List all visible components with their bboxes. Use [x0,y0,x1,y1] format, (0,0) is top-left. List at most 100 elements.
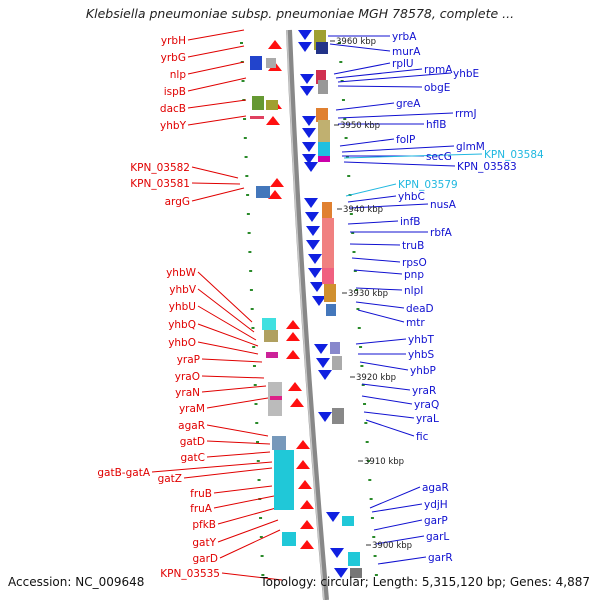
right-gene-arrow [330,548,344,558]
leader-lines [151,29,483,581]
feature-block [318,142,330,156]
feature-block [274,450,294,510]
feature-block [282,532,296,546]
right-leader-line [343,161,456,167]
feature-block [322,202,332,218]
right-leader-line [349,203,429,209]
left-gene-label: dacB [160,103,186,115]
right-gene-arrow [312,296,326,306]
left-track-dot [248,251,252,253]
left-leader-line [206,440,271,445]
right-leader-line [375,535,425,545]
left-gene-arrow [296,440,310,449]
left-gene-arrow [286,320,300,329]
gene-labels: yrbHyrbGnlpispBdacByhbYKPN_03582KPN_0358… [97,31,544,580]
right-gene-label: secG [426,151,452,163]
left-leader-line [213,495,275,509]
right-gene-label: murA [392,46,421,58]
left-gene-arrow [270,178,284,187]
right-gene-label: deaD [406,303,434,315]
right-track-dot [368,479,372,481]
right-gene-arrow [302,128,316,138]
right-gene-label: agaR [422,482,449,494]
accession-text: Accession: NC_009648 [8,575,145,589]
left-track-dot [253,384,257,386]
right-leader-line [361,395,413,405]
feature-block [256,186,270,198]
left-gene-label: KPN_03535 [160,568,220,580]
right-leader-line [347,220,399,225]
left-leader-line [187,115,247,126]
scale-tick-label: 3960 kbp [336,37,376,47]
right-gene-arrow [304,198,318,208]
left-gene-label: yraN [175,387,200,399]
feature-block [270,396,282,400]
right-leader-line [363,411,415,419]
left-gene-arrow [300,540,314,549]
left-gene-label: argG [165,196,190,208]
left-leader-line [213,485,273,494]
right-gene-label: rbfA [430,227,453,239]
left-gene-label: fruA [190,503,213,515]
left-gene-label: yhbQ [168,319,196,331]
left-gene-label: fruB [190,488,212,500]
left-leader-line [191,187,245,202]
right-leader-line [365,419,415,437]
left-gene-label: gatD [180,436,205,448]
right-gene-label: fic [416,431,429,443]
right-leader-line [341,145,455,153]
left-track-dot [244,156,248,158]
right-gene-arrow [305,212,319,222]
left-track-dot [243,137,247,139]
right-track-dot [341,99,345,101]
left-gene-label: gatY [192,537,216,549]
left-track-dot [243,118,247,120]
left-track-dot [261,574,265,576]
right-gene-arrow [314,344,328,354]
feature-block [348,552,360,566]
left-track-dot [250,308,254,310]
right-gene-arrow [306,226,320,236]
feature-block [318,80,328,94]
right-track-dot [356,308,360,310]
left-track-dot [246,194,250,196]
left-leader-line [187,29,245,41]
right-gene-label: infB [400,216,420,228]
right-gene-label: rpsO [402,257,427,269]
right-gene-label: garP [424,515,448,527]
left-gene-label: yrbG [161,52,186,64]
right-leader-line [355,301,405,309]
right-leader-line [337,85,423,88]
left-gene-arrow [298,480,312,489]
left-gene-label: gatC [180,452,205,464]
feature-block [266,100,278,110]
feature-block [266,352,278,358]
left-leader-line [206,397,269,409]
right-gene-label: KPN_03584 [484,149,544,161]
left-track-dot [251,327,255,329]
left-gene-label: garD [192,553,218,565]
left-gene-label: yhbU [169,301,196,313]
right-gene-label: yraL [416,413,439,425]
left-leader-line [191,182,241,185]
right-gene-label: yrbA [392,31,417,43]
left-gene-label: yhbY [160,120,187,132]
left-leader-line [187,45,245,58]
left-leader-line [217,519,279,543]
right-track-dot [355,289,359,291]
right-leader-line [357,309,405,323]
right-gene-label: rpmA [424,64,453,76]
right-gene-label: mtr [406,317,425,329]
right-track-dot [361,384,365,386]
feature-block [266,58,276,68]
feature-block [326,304,336,316]
right-track-dot [343,118,347,120]
left-leader-line [191,166,239,179]
feature-block [322,218,334,268]
left-gene-arrow [288,382,302,391]
left-gene-label: yhbO [168,337,196,349]
scale-tick-label: 3920 kbp [356,373,396,383]
track-layer [240,42,378,576]
right-leader-line [359,361,409,371]
right-leader-line [373,519,423,531]
